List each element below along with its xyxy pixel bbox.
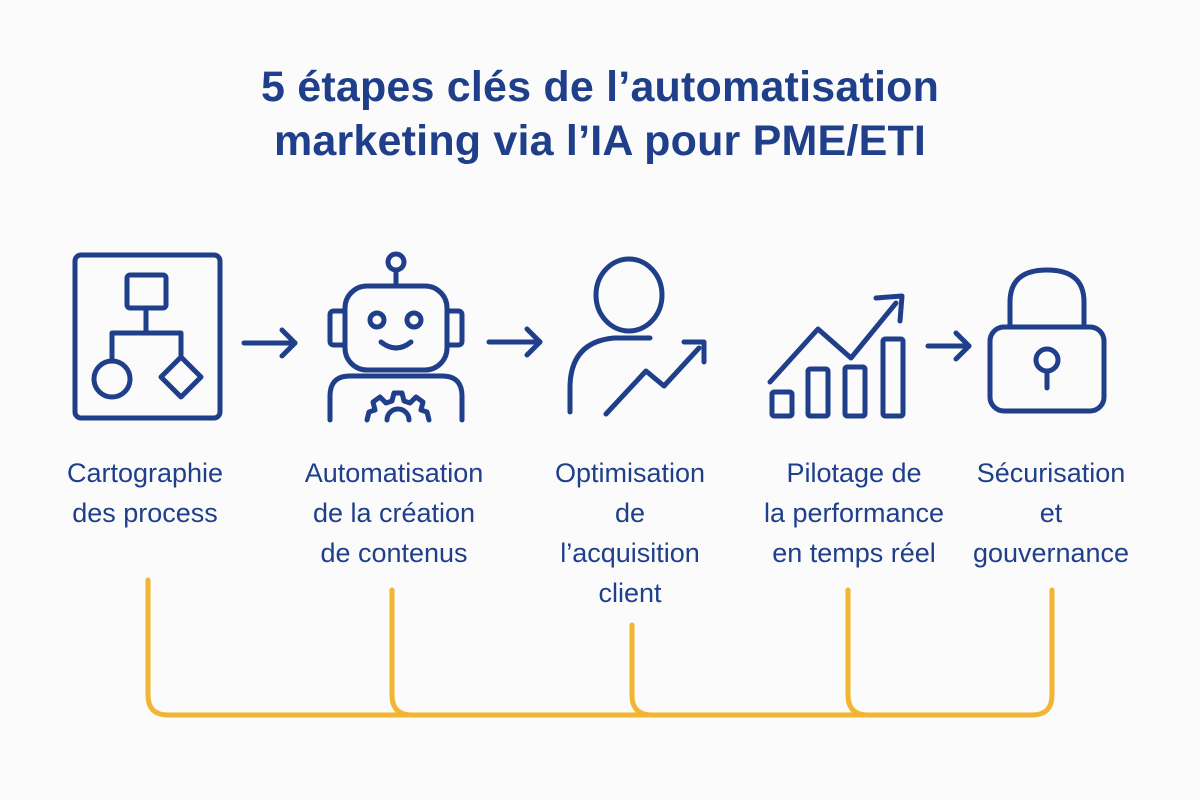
arrow-3-icon — [925, 330, 972, 362]
growth-chart-icon — [767, 293, 906, 419]
diagram-title: 5 étapes clés de l’automatisation market… — [0, 60, 1200, 168]
connector-bracket — [145, 577, 1055, 718]
step-5-label: Sécurisation et gouvernance — [972, 458, 1130, 568]
person-growth-icon — [567, 256, 707, 417]
robot-icon — [327, 251, 465, 423]
step-4-label: Pilotage de la performance en temps réel — [763, 458, 945, 568]
arrow-2-icon — [486, 326, 543, 358]
step-2-label: Automatisation de la création de contenu… — [304, 458, 484, 568]
step-1-label: Cartographie des process — [66, 458, 224, 528]
padlock-icon — [987, 267, 1107, 414]
flowchart-icon — [72, 252, 223, 421]
title-line-1: 5 étapes clés de l’automatisation — [260, 63, 940, 111]
arrow-1-icon — [241, 327, 298, 359]
step-3-label: Optimisation de l’acquisition client — [554, 458, 706, 608]
title-line-2: marketing via l’IA pour PME/ETI — [273, 117, 927, 165]
